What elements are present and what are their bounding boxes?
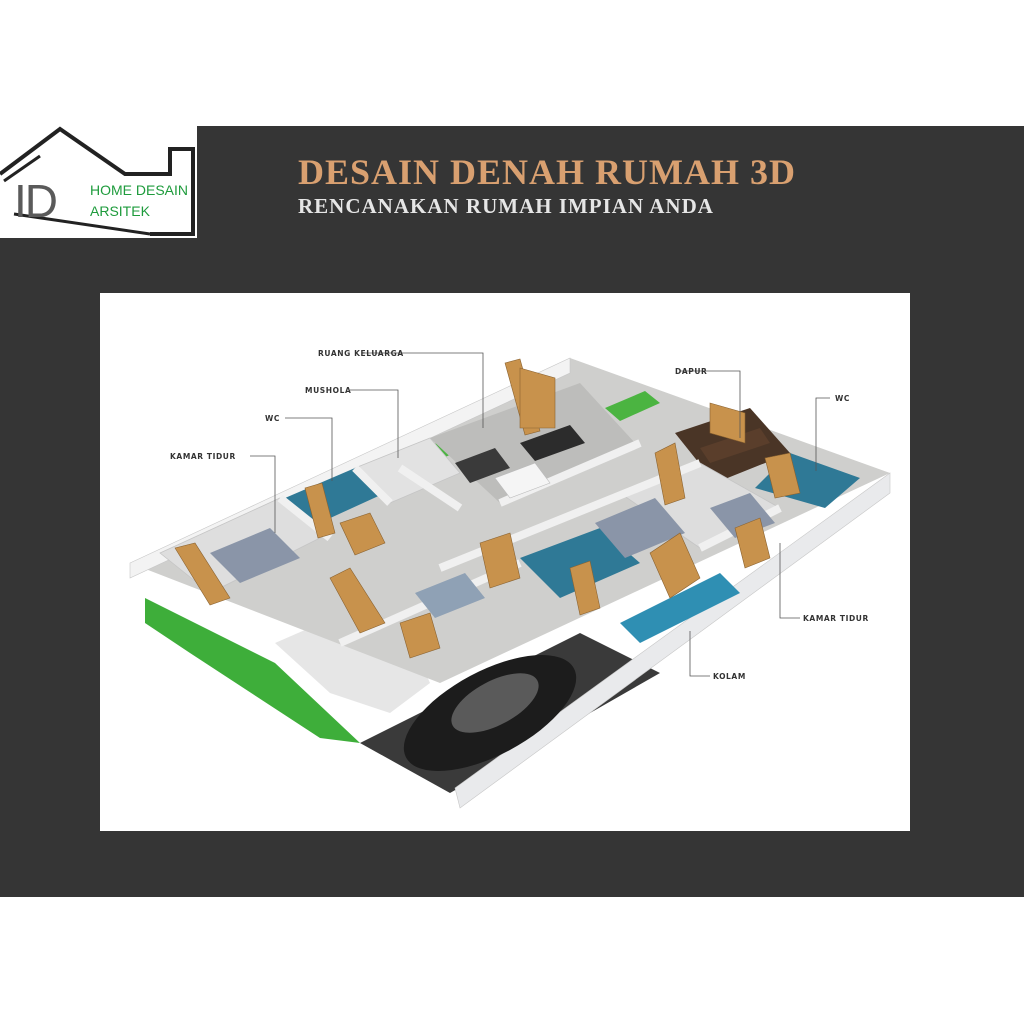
page-title: DESAIN DENAH RUMAH 3D: [298, 152, 797, 192]
label-dapur: DAPUR: [675, 367, 707, 376]
page-subtitle: RENCANAKAN RUMAH IMPIAN ANDA: [298, 194, 714, 218]
house-outline-icon: [0, 126, 195, 236]
wc-left-floor: [285, 468, 385, 525]
logo: ID HOME DESAIN ARSITEK: [0, 126, 197, 238]
back-garden: [605, 391, 660, 421]
car: [403, 654, 577, 772]
floorplan-3d-illustration: RUANG KELUARGA MUSHOLA WC KAMAR TIDUR DA…: [129, 349, 891, 809]
lawn-front: [145, 598, 360, 743]
wall-right-front: [454, 472, 891, 809]
label-kolam: KOLAM: [713, 672, 746, 681]
label-ruang-keluarga: RUANG KELUARGA: [318, 349, 404, 358]
dining-table: [520, 425, 585, 461]
label-kamar-tidur-right: KAMAR TIDUR: [803, 614, 869, 623]
sofa-living: [415, 573, 485, 618]
bed-center: [595, 498, 685, 558]
label-wc-left: WC: [265, 414, 280, 423]
sofa-family: [455, 448, 510, 483]
kitchen-counter: [700, 428, 770, 463]
floorplan-panel: RUANG KELUARGA MUSHOLA WC KAMAR TIDUR DA…: [100, 293, 910, 831]
label-mushola: MUSHOLA: [305, 386, 351, 395]
bed-left: [210, 528, 300, 583]
coffee-table: [494, 462, 551, 499]
pool: [620, 573, 740, 643]
logo-mark: ID: [14, 175, 58, 227]
logo-line-1: HOME DESAIN: [90, 182, 189, 198]
label-wc-right: WC: [835, 394, 850, 403]
logo-line-2: ARSITEK: [90, 203, 150, 219]
wooden-doors: [174, 358, 801, 659]
label-kamar-tidur-left: KAMAR TIDUR: [170, 452, 236, 461]
wc-center-floor: [520, 528, 640, 598]
